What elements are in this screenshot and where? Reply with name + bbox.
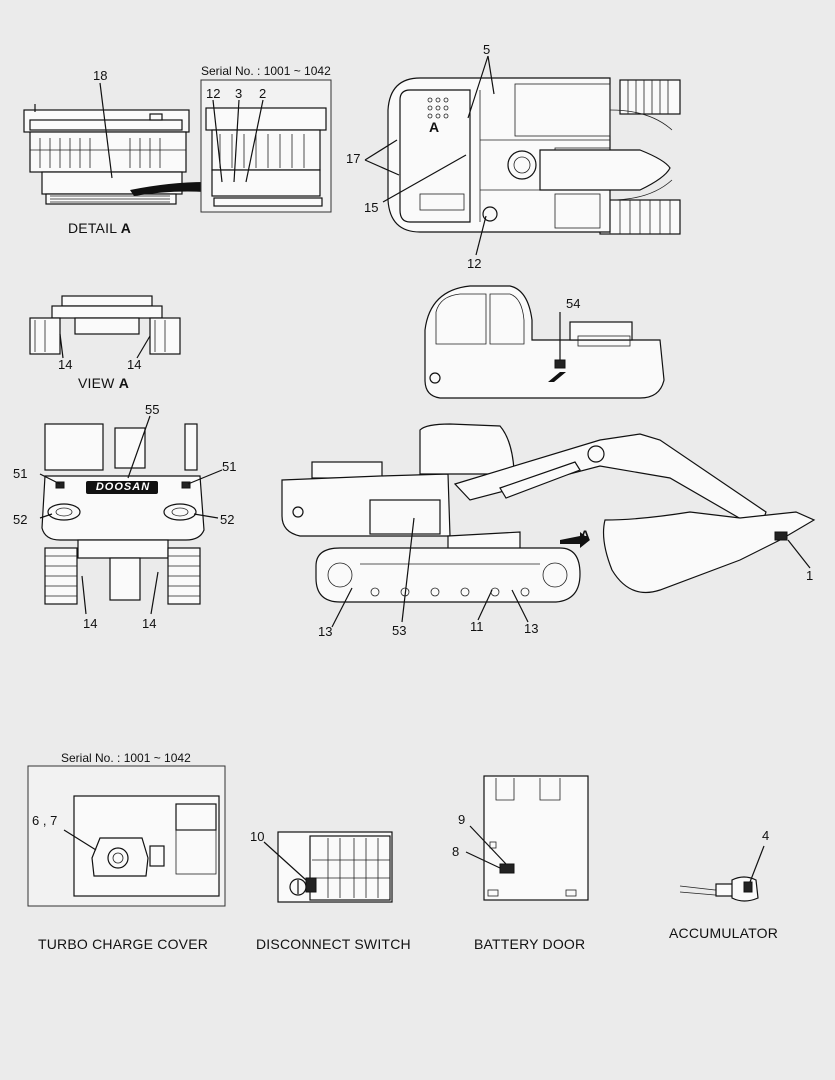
callout-14-rear-right: 14	[142, 616, 157, 631]
callout-53: 53	[392, 623, 407, 638]
view-marker-a-top: A	[429, 119, 440, 135]
callout-51-left: 51	[13, 466, 28, 481]
callout-11: 11	[470, 619, 484, 634]
view-a-caption: VIEW A	[78, 375, 129, 391]
callout-1: 1	[806, 568, 814, 583]
view-a-drawing	[29, 295, 181, 359]
callout-18: 18	[93, 68, 108, 83]
accumulator-drawing	[679, 845, 765, 902]
accumulator-caption: ACCUMULATOR	[669, 925, 779, 941]
turbo-caption: TURBO CHARGE COVER	[38, 936, 209, 952]
callout-5: 5	[483, 42, 491, 57]
view-caption-text: VIEW	[78, 375, 115, 391]
detail-a-caption: DETAIL A	[68, 220, 131, 236]
callout-14-view-a-left: 14	[58, 357, 73, 372]
detail-a-drawing	[23, 79, 332, 213]
callout-13-right: 13	[524, 621, 539, 636]
turbo-charge-cover-drawing	[27, 765, 226, 907]
callout-14-rear-left: 14	[83, 616, 98, 631]
callout-12-detail: 12	[206, 86, 221, 101]
view-marker-a-side: A	[580, 527, 591, 543]
side-cab-drawing	[424, 285, 665, 399]
detail-caption-text: DETAIL	[68, 220, 117, 236]
callout-9: 9	[458, 812, 466, 827]
doosan-logo: DOOSAN	[95, 481, 151, 493]
callout-52-right: 52	[220, 512, 235, 527]
disconnect-switch-drawing	[263, 831, 393, 903]
battery-caption: BATTERY DOOR	[474, 936, 586, 952]
disconnect-caption: DISCONNECT SWITCH	[256, 936, 411, 952]
callout-51-right: 51	[222, 459, 237, 474]
callout-13-left: 13	[318, 624, 333, 639]
top-view-drawing	[364, 55, 681, 256]
battery-door-drawing	[465, 775, 589, 901]
callout-6-7: 6 , 7	[32, 813, 58, 828]
callout-10: 10	[250, 829, 265, 844]
callout-4: 4	[762, 828, 770, 843]
side-view-drawing	[281, 423, 816, 628]
serial-number-detail-a: Serial No. : 1001 ~ 1042	[201, 64, 331, 78]
serial-number-turbo: Serial No. : 1001 ~ 1042	[61, 751, 191, 765]
callout-14-view-a-right: 14	[127, 357, 142, 372]
detail-caption-letter: A	[120, 220, 132, 236]
callout-52-left: 52	[13, 512, 28, 527]
callout-2: 2	[259, 86, 267, 101]
callout-15: 15	[364, 200, 379, 215]
view-caption-letter: A	[118, 375, 129, 391]
callout-8: 8	[452, 844, 460, 859]
rear-view-drawing	[39, 415, 223, 615]
callout-12-top: 12	[467, 256, 482, 271]
callout-3: 3	[235, 86, 243, 101]
callout-55: 55	[145, 402, 160, 417]
callout-54: 54	[566, 296, 581, 311]
callout-17: 17	[346, 151, 361, 166]
